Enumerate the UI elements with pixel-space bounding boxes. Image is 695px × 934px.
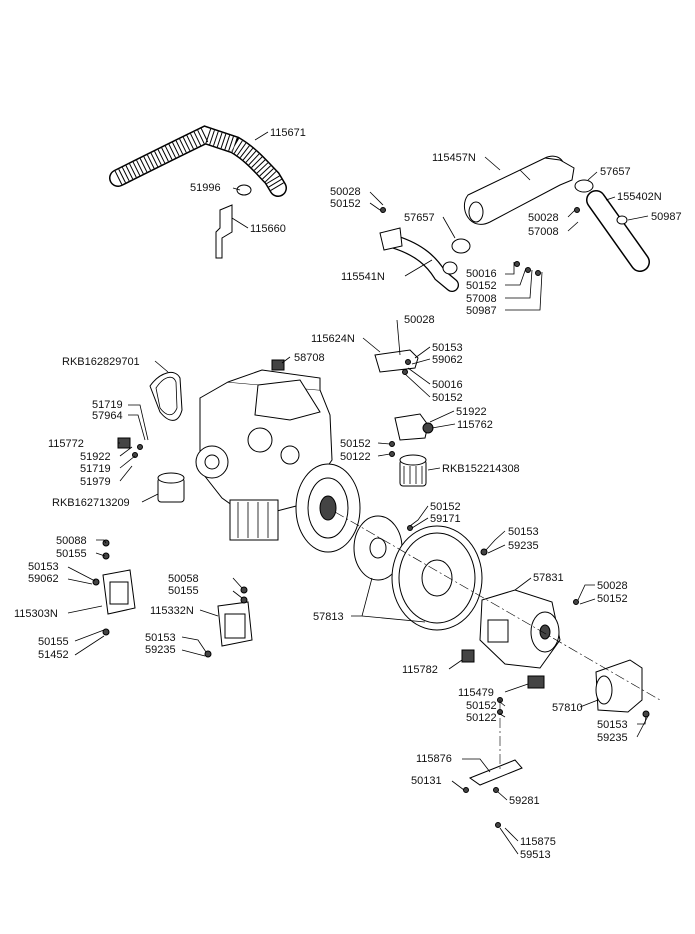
hardware-fasteners bbox=[92, 207, 650, 828]
label-50153-c: 50153 bbox=[28, 561, 59, 573]
label-59235-c: 59235 bbox=[597, 732, 628, 744]
label-50152-e: 50152 bbox=[430, 501, 461, 513]
label-51996: 51996 bbox=[190, 182, 221, 194]
label-59062-a: 59062 bbox=[432, 354, 463, 366]
label-rkb162829701: RKB162829701 bbox=[62, 356, 140, 368]
label-57813: 57813 bbox=[313, 611, 344, 623]
label-57964: 57964 bbox=[92, 410, 123, 422]
label-59062-b: 59062 bbox=[28, 573, 59, 585]
tail-pipe bbox=[574, 179, 650, 272]
label-50153-d: 50153 bbox=[145, 632, 176, 644]
label-51922-a: 51922 bbox=[80, 451, 111, 463]
label-57831: 57831 bbox=[533, 572, 564, 584]
label-50131: 50131 bbox=[411, 775, 442, 787]
intake-hose bbox=[109, 125, 287, 197]
label-115479: 115479 bbox=[458, 687, 494, 699]
label-50152-d: 50152 bbox=[340, 438, 371, 450]
label-115660: 115660 bbox=[250, 223, 286, 235]
label-115876: 115876 bbox=[416, 753, 452, 765]
label-50028-b: 50028 bbox=[528, 212, 559, 224]
label-59281: 59281 bbox=[509, 795, 540, 807]
fuel-filter bbox=[399, 454, 427, 487]
label-50152-f: 50152 bbox=[597, 593, 628, 605]
engine-block bbox=[195, 369, 361, 553]
coupling-plate bbox=[353, 515, 403, 581]
label-50152-a: 50152 bbox=[330, 198, 361, 210]
label-57810: 57810 bbox=[552, 702, 583, 714]
fan-belt bbox=[149, 371, 183, 421]
label-50028-d: 50028 bbox=[597, 580, 628, 592]
label-115782: 115782 bbox=[402, 664, 438, 676]
label-58708: 58708 bbox=[294, 352, 325, 364]
label-115541n: 115541N bbox=[341, 271, 385, 283]
label-50016-a: 50016 bbox=[466, 268, 497, 280]
label-115624n: 115624N bbox=[311, 333, 355, 345]
label-57657-left: 57657 bbox=[404, 212, 435, 224]
label-51452: 51452 bbox=[38, 649, 69, 661]
label-50153-e: 50153 bbox=[597, 719, 628, 731]
hose-clamp bbox=[236, 184, 252, 196]
label-59235-a: 59235 bbox=[508, 540, 539, 552]
label-115762: 115762 bbox=[457, 419, 493, 431]
exhaust-pipe bbox=[379, 227, 471, 292]
label-50152-c: 50152 bbox=[432, 392, 463, 404]
label-50122-b: 50122 bbox=[466, 712, 497, 724]
label-50152-b: 50152 bbox=[466, 280, 497, 292]
label-115671: 115671 bbox=[270, 127, 306, 139]
label-51719-a: 51719 bbox=[92, 399, 123, 411]
label-115772: 115772 bbox=[48, 438, 84, 450]
label-155402n: 155402N bbox=[617, 191, 662, 203]
leader-lines bbox=[67, 131, 649, 855]
label-57657-right: 57657 bbox=[600, 166, 631, 178]
label-50153-b: 50153 bbox=[508, 526, 539, 538]
auxiliary-pump bbox=[595, 659, 643, 713]
fuel-filter-head bbox=[394, 413, 434, 441]
part-labels: 115671 51996 115660 115457N 57657 155402… bbox=[14, 127, 682, 861]
label-50088: 50088 bbox=[56, 535, 87, 547]
label-50155-b: 50155 bbox=[38, 636, 69, 648]
label-51719-b: 51719 bbox=[80, 463, 111, 475]
drive-plate bbox=[391, 525, 483, 631]
pump-fitting bbox=[461, 649, 475, 663]
label-50028-a: 50028 bbox=[330, 186, 361, 198]
oil-filter bbox=[157, 472, 185, 503]
label-57008-a: 57008 bbox=[528, 226, 559, 238]
label-59235-b: 59235 bbox=[145, 644, 176, 656]
exhaust-bracket bbox=[374, 349, 419, 373]
engine-mount-front bbox=[102, 569, 136, 615]
assembly-axis bbox=[334, 511, 661, 770]
label-115303n: 115303N bbox=[14, 608, 58, 620]
label-50153-a: 50153 bbox=[432, 342, 463, 354]
label-50155-a: 50155 bbox=[56, 548, 87, 560]
label-115875: 115875 bbox=[520, 836, 556, 848]
engine-mount-rear bbox=[217, 601, 253, 647]
label-50155-c: 50155 bbox=[168, 585, 199, 597]
label-50028-c: 50028 bbox=[404, 314, 435, 326]
label-50016-b: 50016 bbox=[432, 379, 463, 391]
label-115457n: 115457N bbox=[432, 152, 476, 164]
label-rkb152214308: RKB152214308 bbox=[442, 463, 520, 475]
label-59513: 59513 bbox=[520, 849, 551, 861]
label-51922-b: 51922 bbox=[456, 406, 487, 418]
hydraulic-pump bbox=[479, 589, 561, 669]
pump-mount-bracket bbox=[468, 759, 523, 786]
label-50987-b: 50987 bbox=[466, 305, 497, 317]
hose-bracket bbox=[215, 204, 233, 259]
label-50058: 50058 bbox=[168, 573, 199, 585]
label-59171: 59171 bbox=[430, 513, 461, 525]
label-115332n: 115332N bbox=[150, 605, 194, 617]
sender-unit bbox=[271, 359, 285, 371]
label-50987-a: 50987 bbox=[651, 211, 682, 223]
muffler bbox=[463, 155, 575, 225]
label-57008-b: 57008 bbox=[466, 293, 497, 305]
label-50152-g: 50152 bbox=[466, 700, 497, 712]
label-51979: 51979 bbox=[80, 476, 111, 488]
label-rkb162713209: RKB162713209 bbox=[52, 497, 130, 509]
label-50122-a: 50122 bbox=[340, 451, 371, 463]
pump-elbow bbox=[527, 675, 545, 689]
